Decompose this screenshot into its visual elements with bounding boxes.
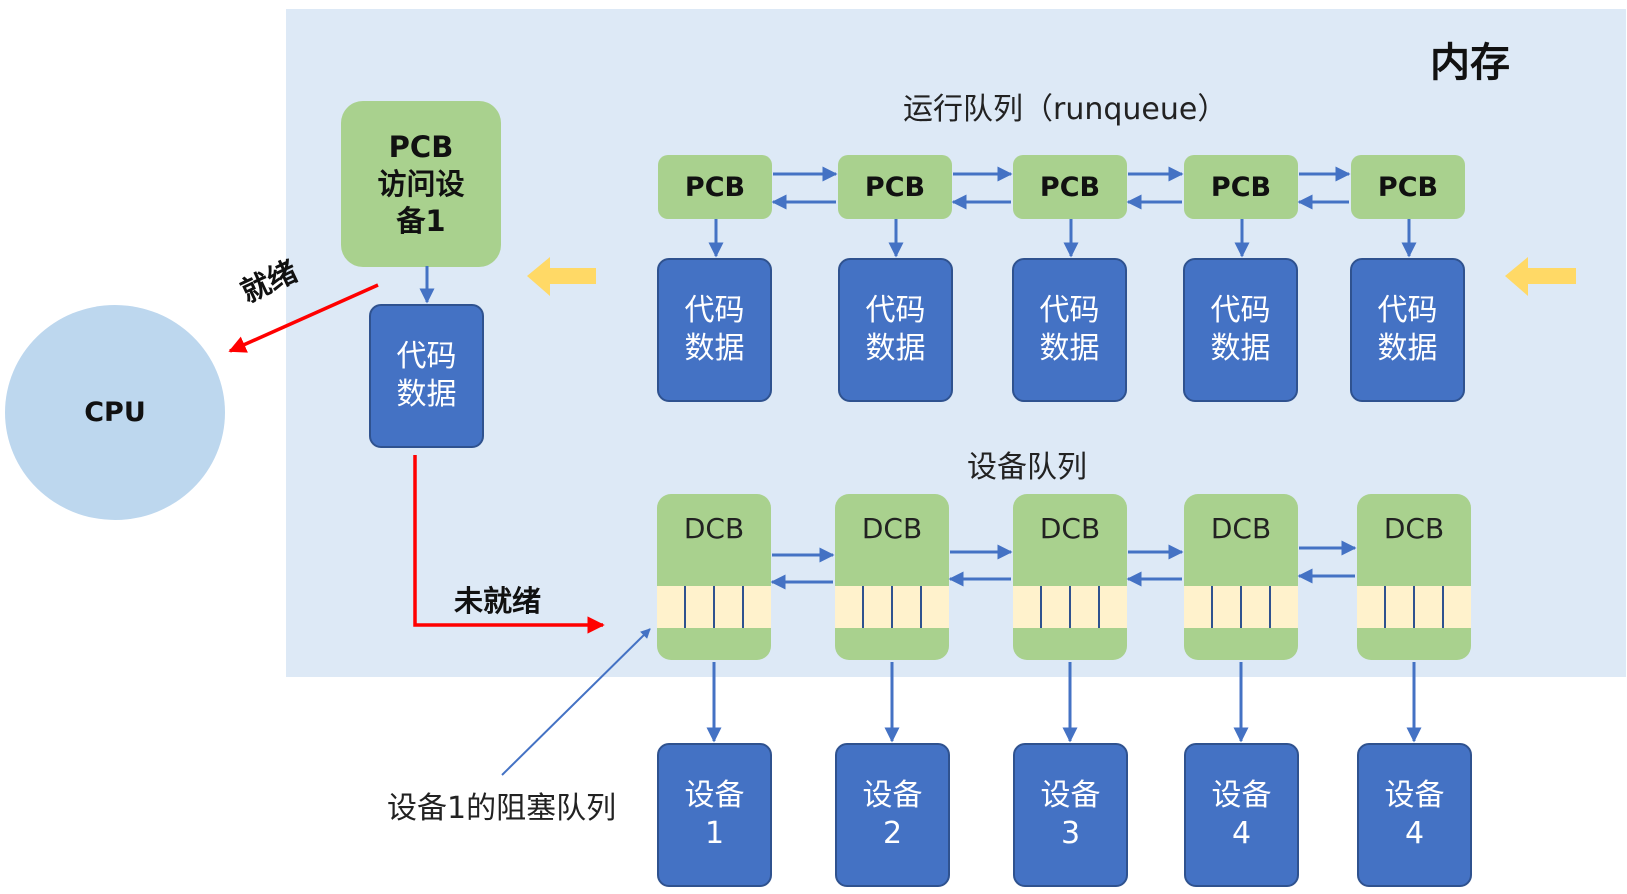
dcb-5: DCB [1357,494,1471,660]
device-queue-links [501,540,1422,776]
dcb-5-wait-queue [1357,586,1471,628]
runqueue-code-1: 代码 数据 [657,258,772,402]
dcb-2-wait-queue [835,586,949,628]
device-5: 设备 4 [1357,743,1472,887]
dcb-4-wait-queue [1184,586,1298,628]
device-3: 设备 3 [1013,743,1128,887]
dcb-3-wait-queue [1013,586,1127,628]
blocked-queue-label: 设备1的阻塞队列 [387,791,617,826]
yellow-arrows [527,257,1576,296]
runqueue-title: 运行队列（runqueue） [903,92,1228,127]
dcb-1-label: DCB [683,512,745,545]
cpu-label: CPU [84,397,146,428]
runqueue-code-3: 代码 数据 [1012,258,1127,402]
device-2: 设备 2 [835,743,950,887]
dcb-5-label: DCB [1383,512,1445,545]
current-pcb: PCB 访问设 备1 [341,101,501,267]
runqueue-pcb-2: PCB [838,155,952,219]
memory-title: 内存 [1430,40,1510,86]
runqueue-code-5: 代码 数据 [1350,258,1465,402]
dcb-2-label: DCB [861,512,923,545]
runqueue-pcb-4: PCB [1184,155,1298,219]
runqueue-pcb-5: PCB [1351,155,1465,219]
not-ready-label: 未就绪 [454,584,542,618]
dcb-2: DCB [835,494,949,660]
runqueue-pcb-3: PCB [1013,155,1127,219]
dcb-3: DCB [1013,494,1127,660]
dcb-1-wait-queue [657,586,771,628]
dcb-3-label: DCB [1039,512,1101,545]
device-4: 设备 4 [1184,743,1299,887]
dcb-1: DCB [657,494,771,660]
cpu-circle: CPU [5,305,225,520]
dcb-4: DCB [1184,494,1298,660]
device-1: 设备 1 [657,743,772,887]
runqueue-links [419,166,1417,304]
current-code-data: 代码 数据 [369,304,484,448]
runqueue-code-2: 代码 数据 [838,258,953,402]
state-arrows [228,283,605,634]
device-queue-title: 设备队列 [967,450,1087,485]
runqueue-code-4: 代码 数据 [1183,258,1298,402]
dcb-4-label: DCB [1210,512,1272,545]
runqueue-pcb-1: PCB [658,155,772,219]
